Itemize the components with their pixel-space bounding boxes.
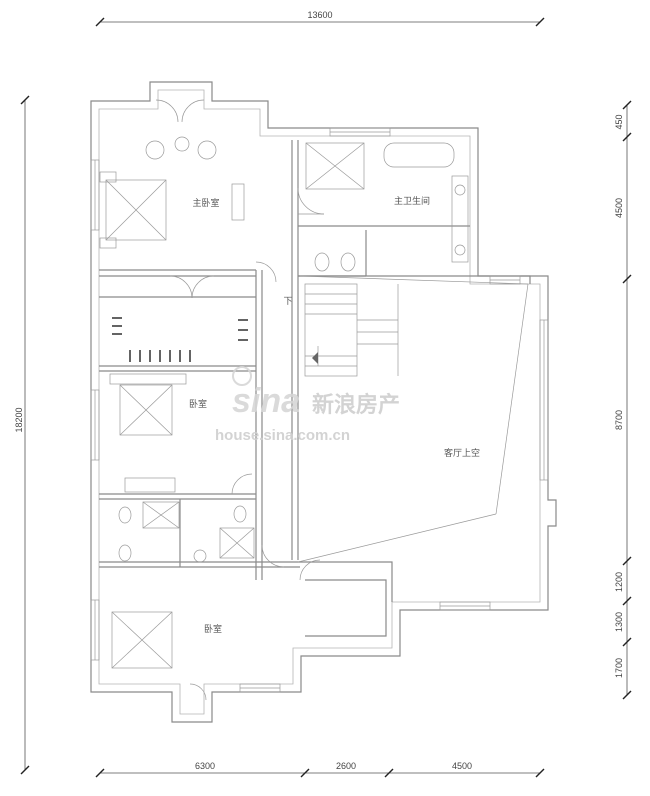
- room-label-living-void: 客厅上空: [444, 447, 480, 459]
- vanity-icon: [451, 175, 469, 263]
- dim-bottom-2: 2600: [336, 761, 356, 771]
- armchair-icon: [197, 140, 217, 160]
- void-diagonals: [297, 275, 529, 563]
- sina-eye-logo-icon: [232, 366, 252, 386]
- outer-walls: [90, 81, 557, 723]
- dimension-left: 18200: [14, 95, 30, 775]
- windows: [90, 127, 549, 693]
- shower-icon: [305, 142, 365, 190]
- watermark-logo-cn: 新浪房产: [312, 392, 400, 417]
- sink-icon: [193, 549, 207, 563]
- toilet-icon: [118, 506, 132, 524]
- armchair-icon: [145, 140, 165, 160]
- stair-arrow-icon: [312, 352, 318, 364]
- bed-icon: [105, 179, 167, 241]
- interior-walls: [99, 140, 531, 637]
- toilet-icon: [233, 505, 247, 523]
- dresser-icon: [124, 477, 176, 493]
- dim-right-6: 1700: [614, 658, 624, 678]
- bed-icon: [119, 384, 173, 436]
- bed-icon: [111, 611, 173, 669]
- dimension-bottom: 6300 2600 4500: [95, 761, 545, 778]
- dimension-right: 450 4500 8700 1200 1300 1700: [614, 100, 632, 700]
- watermark-url: house.sina.com.cn: [215, 427, 350, 444]
- shower-icon: [219, 527, 255, 559]
- side-table-icon: [174, 136, 190, 152]
- room-label-bedroom-bottom: 卧室: [204, 623, 222, 635]
- stair: [304, 283, 398, 377]
- toilet-icon: [340, 252, 356, 272]
- room-label-master-bath: 主卫生间: [394, 195, 430, 207]
- dim-bottom-1: 6300: [195, 761, 215, 771]
- wardrobe-icon: [112, 317, 248, 362]
- furniture: [99, 136, 469, 669]
- doors: [155, 99, 325, 701]
- dim-right-5: 1300: [614, 612, 624, 632]
- dim-right-4: 1200: [614, 572, 624, 592]
- toilet-icon: [314, 252, 330, 272]
- dim-bottom-3: 4500: [452, 761, 472, 771]
- desk-icon: [231, 183, 245, 221]
- toilet-icon: [118, 544, 132, 562]
- shower-icon: [142, 501, 180, 529]
- stair-down-label: 下: [283, 297, 292, 307]
- dim-left-total: 18200: [14, 407, 24, 432]
- dim-right-2: 4500: [614, 198, 624, 218]
- sina-watermark: sina 新浪房产 house.sina.com.cn: [215, 366, 400, 444]
- room-label-master-bedroom: 主卧室: [192, 197, 219, 209]
- dimension-top: 13600: [95, 10, 545, 27]
- bathtub-icon: [383, 142, 455, 168]
- dim-right-3: 8700: [614, 410, 624, 430]
- watermark-logo-latin: sina: [232, 382, 300, 420]
- room-label-bedroom-middle: 卧室: [189, 398, 207, 410]
- dim-right-1: 450: [614, 114, 624, 129]
- dim-top-total: 13600: [307, 10, 332, 20]
